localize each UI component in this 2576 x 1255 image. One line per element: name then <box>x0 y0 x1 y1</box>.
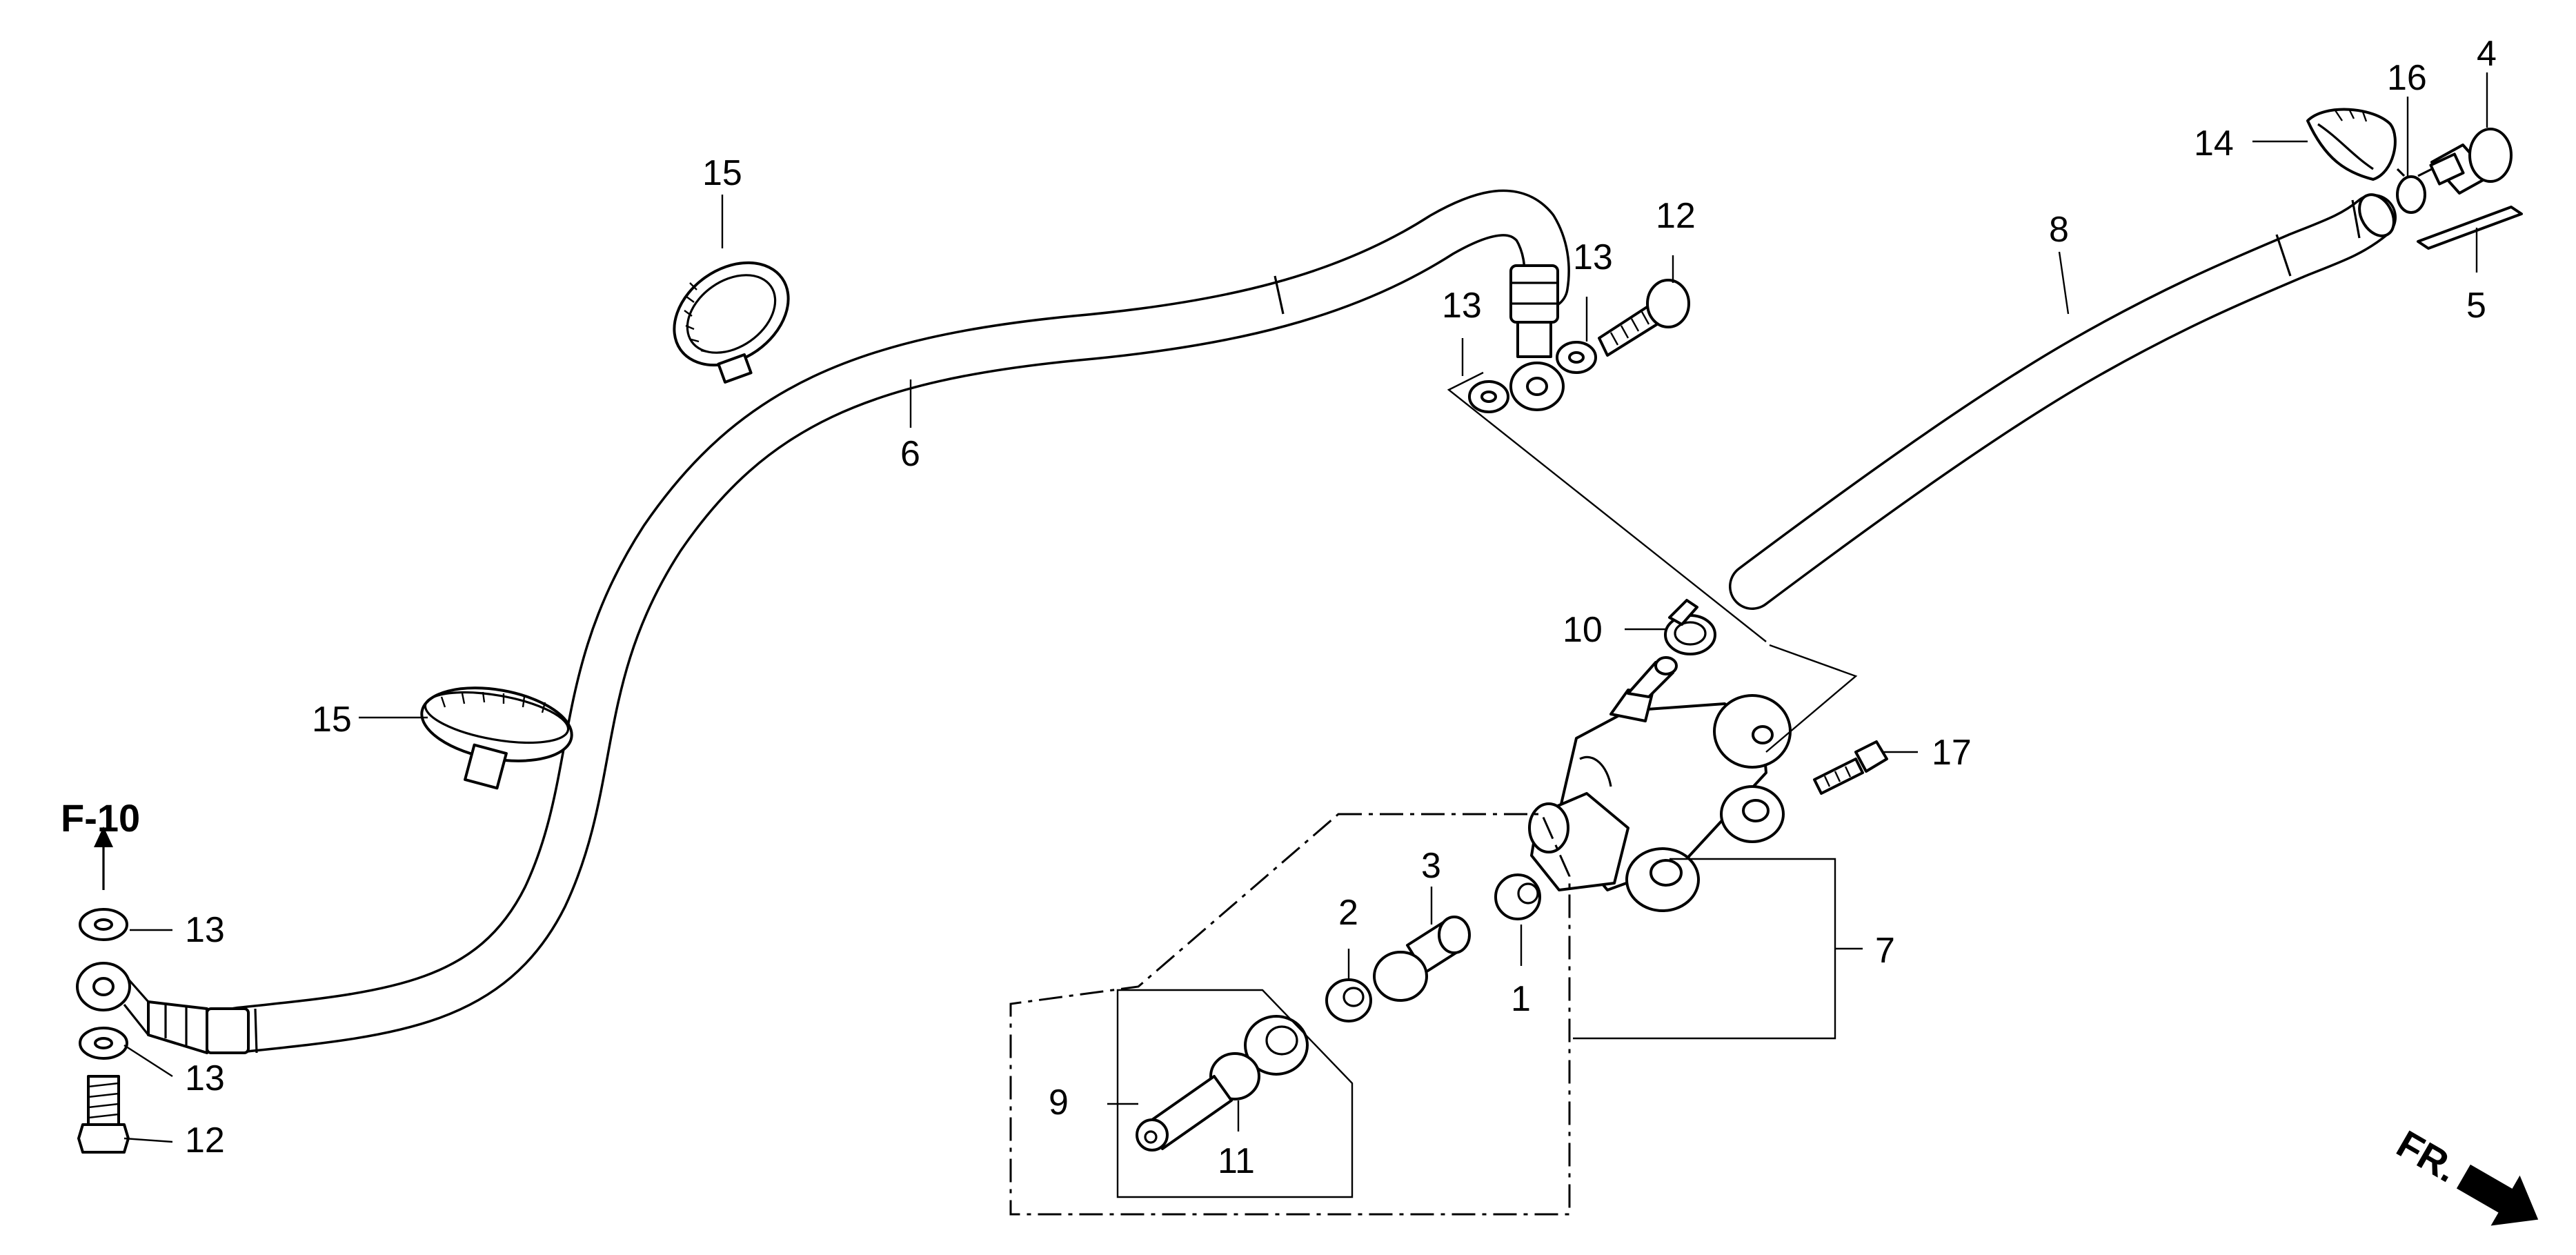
up-arrow-icon <box>94 827 113 847</box>
callout-12-lower: 12 <box>185 1120 225 1160</box>
direction-label: FR. <box>2390 1122 2466 1191</box>
upper-banjo-hardware <box>1468 279 1690 413</box>
front-direction-indicator: FR. <box>2390 1122 2539 1226</box>
callout-9: 9 <box>1049 1083 1069 1123</box>
clip-16 <box>2396 168 2433 214</box>
reservoir-cap <box>2429 128 2513 195</box>
connector-lines <box>1447 371 1858 753</box>
callout-13-c: 13 <box>185 910 225 950</box>
callout-3: 3 <box>1421 846 1441 886</box>
callout-15-lower: 15 <box>312 700 352 740</box>
callout-2: 2 <box>1338 893 1358 933</box>
reference-label: F-10 <box>61 796 140 840</box>
callout-13-b: 13 <box>1573 237 1613 277</box>
piston-kit <box>1136 873 1541 1152</box>
arrow-right-icon <box>2456 1164 2539 1226</box>
bolt-17 <box>1813 740 1888 795</box>
callout-17: 17 <box>1932 733 1972 773</box>
hose-upper-fitting <box>1509 264 1565 411</box>
band-clamp-upper <box>673 261 790 384</box>
callout-13-d: 13 <box>185 1058 225 1098</box>
callout-1: 1 <box>1511 979 1531 1019</box>
callouts: 15 6 15 13 13 12 8 14 16 4 5 10 17 7 3 2… <box>185 34 2497 1181</box>
callout-15-upper: 15 <box>702 153 742 193</box>
diaphragm-5 <box>2417 206 2523 250</box>
cable-tie-lower <box>420 686 573 790</box>
callout-4: 4 <box>2477 34 2497 74</box>
callout-14: 14 <box>2194 123 2234 164</box>
hose-clamp-14 <box>2306 108 2397 181</box>
f10-reference-stack <box>77 827 130 1154</box>
callout-8: 8 <box>2049 210 2069 250</box>
callout-12-upper: 12 <box>1656 196 1696 236</box>
kit-outline <box>1009 813 1571 1216</box>
hose-clamp-10 <box>1664 599 1716 655</box>
reservoir-hose <box>1729 193 2397 610</box>
callout-16: 16 <box>2387 58 2427 98</box>
slave-cylinder-body <box>1528 656 1792 912</box>
callout-6: 6 <box>900 434 920 474</box>
inner-kit-outline <box>1116 989 1354 1198</box>
hose-lower-fitting <box>76 962 250 1054</box>
callout-5: 5 <box>2466 286 2486 326</box>
callout-10: 10 <box>1563 610 1603 650</box>
leader-lines <box>123 72 2488 1143</box>
callout-7: 7 <box>1875 931 1895 971</box>
callout-13-a: 13 <box>1442 286 1482 326</box>
callout-11: 11 <box>1218 1141 1255 1181</box>
clutch-hose <box>215 189 1570 1054</box>
